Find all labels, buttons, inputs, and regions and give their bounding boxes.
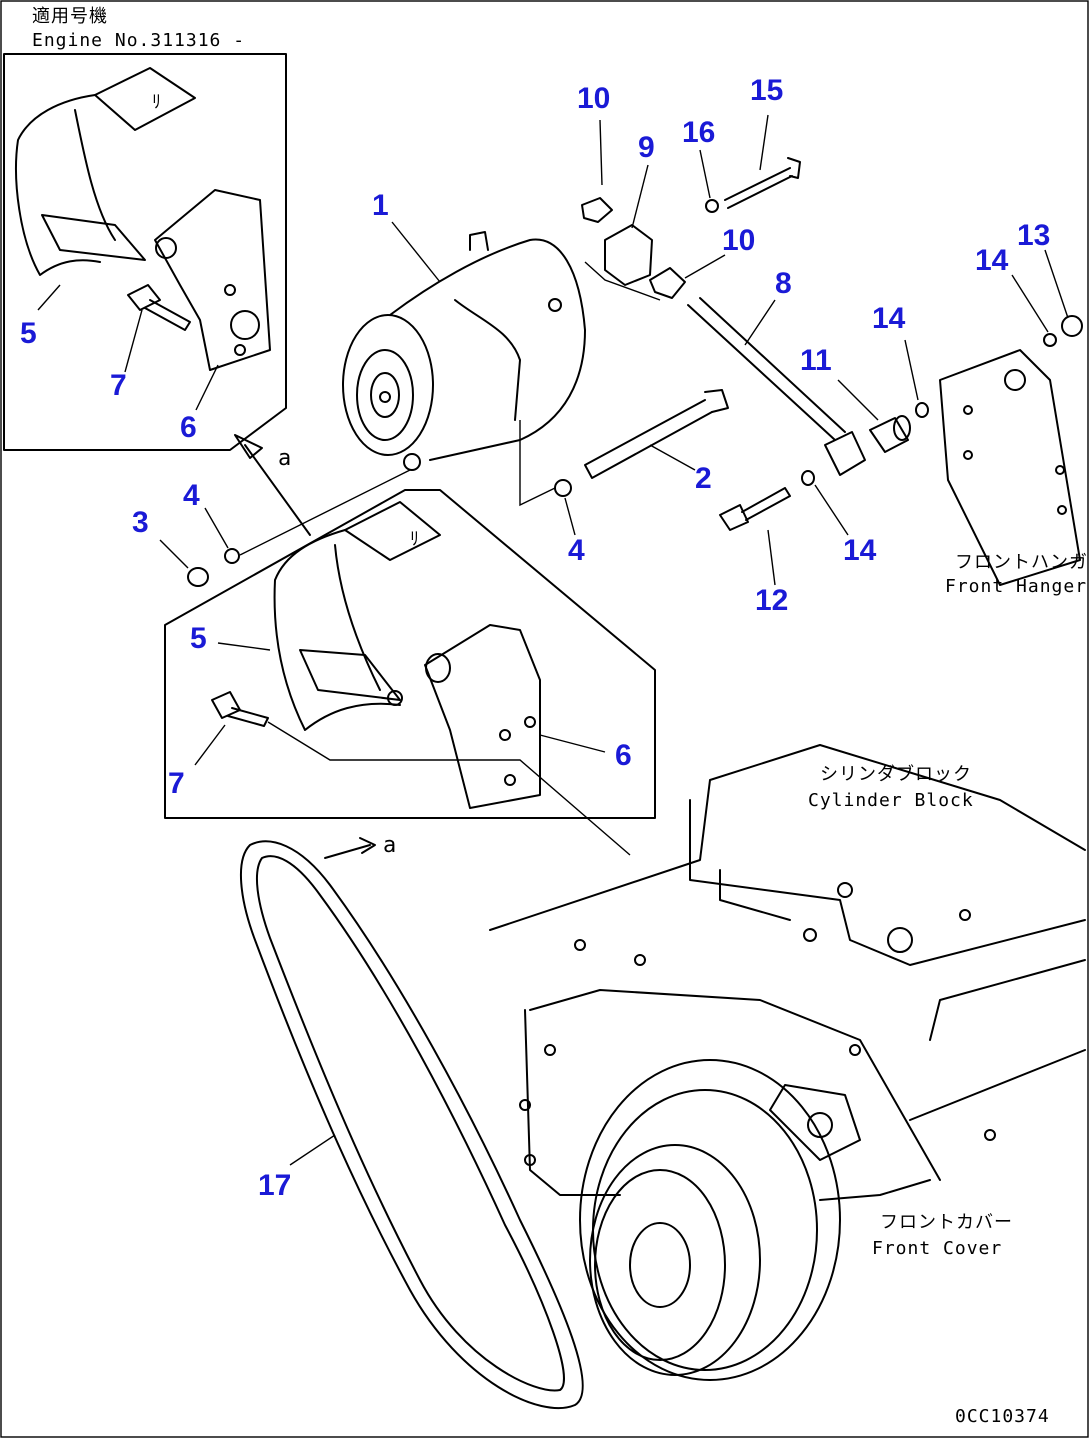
leader-10a [599, 119, 603, 186]
callout-4b: 4 [568, 534, 585, 567]
leader-12 [767, 529, 776, 586]
alignment-line-4 [584, 261, 661, 301]
callout-14a: 14 [975, 244, 1009, 277]
leader-15 [759, 114, 769, 171]
nut-13 [1061, 315, 1083, 337]
callout-16: 16 [682, 116, 715, 149]
front-hanger-label-jp: フロントハンガ [955, 552, 1088, 573]
callout-11: 11 [800, 344, 832, 377]
callout-8: 8 [775, 267, 792, 300]
front-cover-label-jp: フロントカバー [880, 1212, 1013, 1233]
callout-1: 1 [372, 189, 389, 222]
callout-12: 12 [755, 584, 788, 617]
leader-14b [814, 484, 849, 536]
applicable-serial-jp: 適用号機 [32, 6, 108, 27]
leader-4a [204, 507, 229, 549]
leader-8 [744, 299, 776, 346]
leader-7a [124, 309, 143, 373]
pivot-bolt [719, 487, 791, 531]
leader-1 [391, 221, 441, 283]
view-a-label-bottom: a [383, 833, 396, 858]
leader-2 [649, 444, 696, 471]
callout-2: 2 [695, 462, 712, 495]
leader-9 [631, 164, 649, 229]
callout-14c: 14 [843, 534, 877, 567]
leader-7b [194, 724, 226, 766]
engine-block [489, 744, 1086, 1201]
alignment-line-3 [267, 721, 631, 856]
alignment-line-1 [239, 469, 411, 556]
rod-end [824, 431, 866, 476]
callout-13: 13 [1017, 219, 1050, 252]
nut [187, 567, 209, 587]
water-pump-flange [769, 1084, 861, 1161]
drawing-number: 0CC10374 [955, 1406, 1050, 1427]
callout-6b: 6 [615, 739, 632, 772]
bracket-mark-top: ﾘ [152, 92, 162, 113]
v-belt [240, 840, 584, 1410]
through-bolt [584, 389, 729, 479]
leader-6a [195, 364, 219, 411]
leader-17 [289, 1134, 336, 1166]
leader-10b [684, 254, 726, 279]
leader-5a [37, 284, 61, 311]
alternator [342, 231, 586, 471]
bolt [211, 691, 269, 727]
leader-13 [1044, 249, 1069, 319]
leader-5b [217, 642, 271, 651]
front-hanger-label-en: Front Hanger [945, 576, 1087, 597]
leader-6b [539, 734, 606, 753]
inset-belt-guard: ﾘ [15, 67, 196, 276]
callout-3: 3 [132, 506, 149, 539]
view-arrow-a-top [234, 434, 311, 536]
callout-10a: 10 [577, 82, 610, 115]
inset-box-previous [3, 53, 287, 451]
leader-16 [699, 149, 711, 199]
callout-4a: 4 [183, 479, 200, 512]
crank-pulley [579, 1059, 841, 1381]
washer-a [224, 548, 240, 564]
washer-b [554, 479, 572, 497]
callout-15: 15 [750, 74, 783, 107]
callout-14b: 14 [872, 302, 906, 335]
callout-6a: 6 [180, 411, 197, 444]
mounting-bracket [424, 624, 541, 809]
callout-10b: 10 [722, 224, 755, 257]
inset-box-current [164, 489, 656, 819]
washer-e [1043, 333, 1057, 347]
alignment-line-2 [519, 420, 556, 507]
callout-9: 9 [638, 131, 655, 164]
view-arrow-a-bottom [324, 837, 376, 859]
adjusting-rod [687, 297, 846, 441]
callout-5a: 5 [20, 317, 37, 350]
washer-d [801, 470, 815, 486]
view-a-label-top: a [278, 446, 291, 471]
cylinder-block-label-jp: シリンダブロック [820, 763, 972, 785]
cylinder-block-label-en: Cylinder Block [808, 790, 974, 811]
front-hanger-plate [939, 349, 1081, 586]
leader-11 [837, 379, 879, 421]
inset-bolt [127, 284, 191, 331]
leader-3 [159, 539, 189, 569]
callout-5b: 5 [190, 622, 207, 655]
adjusting-block [581, 157, 801, 299]
bracket-mark-bottom: ﾘ [410, 529, 420, 550]
engine-number: Engine No.311316 - [32, 30, 245, 51]
washer-c [915, 402, 929, 418]
leader-4b [564, 497, 576, 536]
belt-guard: ﾘ [273, 501, 441, 731]
front-cover-label-en: Front Cover [872, 1238, 1002, 1259]
leader-14a [904, 339, 919, 401]
callout-7a: 7 [110, 369, 127, 402]
callout-7b: 7 [168, 767, 185, 800]
inset-mounting-bracket [154, 189, 271, 371]
bushing [869, 415, 911, 453]
callout-17: 17 [258, 1169, 291, 1202]
leader-14c [1011, 274, 1049, 333]
